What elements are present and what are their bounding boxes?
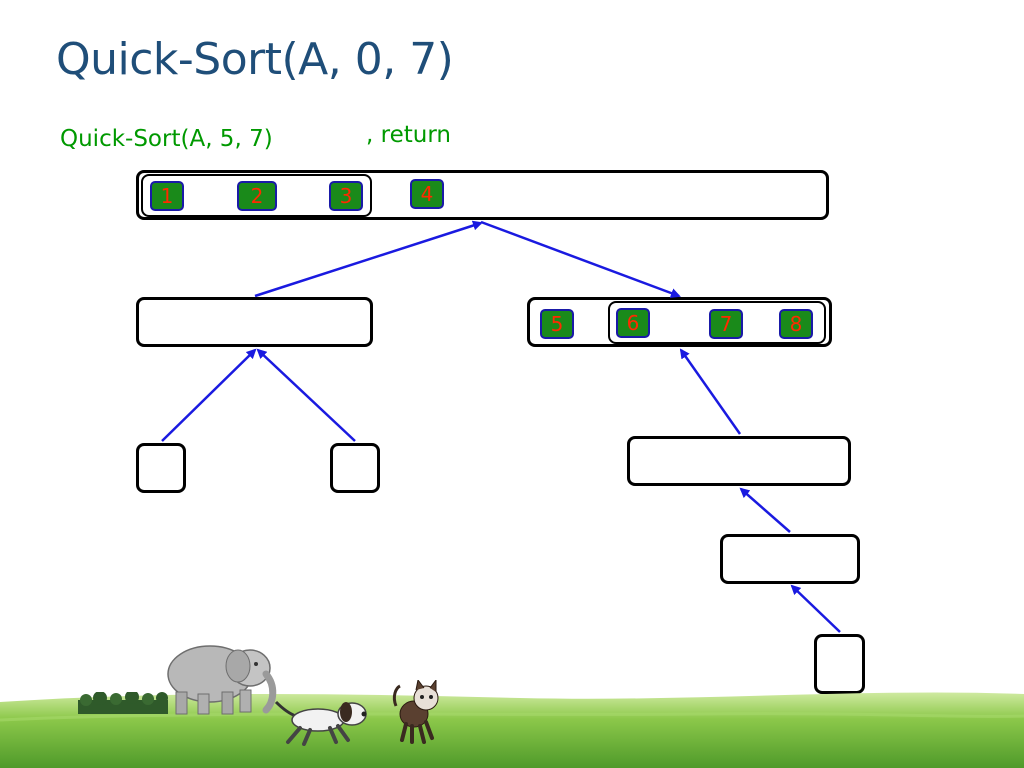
arrow-node67-up	[739, 487, 791, 533]
arrow-node57-up	[679, 348, 742, 435]
value-cell-4: 4	[410, 179, 444, 209]
grass-ground	[0, 692, 1024, 768]
value-cell-8: 8	[779, 309, 813, 339]
tree-line	[78, 692, 168, 714]
slide-title: Quick-Sort(A, 0, 7)	[56, 34, 454, 85]
subtitle-return: , return	[366, 122, 451, 148]
arrow-node7-up	[790, 584, 841, 633]
leaf-node-left	[136, 443, 186, 493]
dog-icon	[274, 700, 367, 746]
value-cell-6: 6	[616, 308, 650, 338]
value-cell-7: 7	[709, 309, 743, 339]
left-node	[136, 297, 373, 347]
leaf-node-right	[330, 443, 380, 493]
elephant-icon	[167, 645, 277, 715]
node-7	[814, 634, 865, 694]
arrow-leaf-left-up	[161, 348, 257, 442]
cat-icon	[392, 680, 439, 744]
value-cell-5: 5	[540, 309, 574, 339]
node-5-7	[627, 436, 851, 486]
subtitle-call: Quick-Sort(A, 5, 7)	[60, 126, 273, 152]
node-6-7	[720, 534, 860, 584]
arrow-leaf-right-up	[256, 348, 356, 442]
value-cell-2: 2	[237, 181, 277, 211]
value-cell-1: 1	[150, 181, 184, 211]
arrow-left-to-root	[254, 220, 483, 298]
arrow-root-to-right	[480, 220, 681, 298]
value-cell-3: 3	[329, 181, 363, 211]
